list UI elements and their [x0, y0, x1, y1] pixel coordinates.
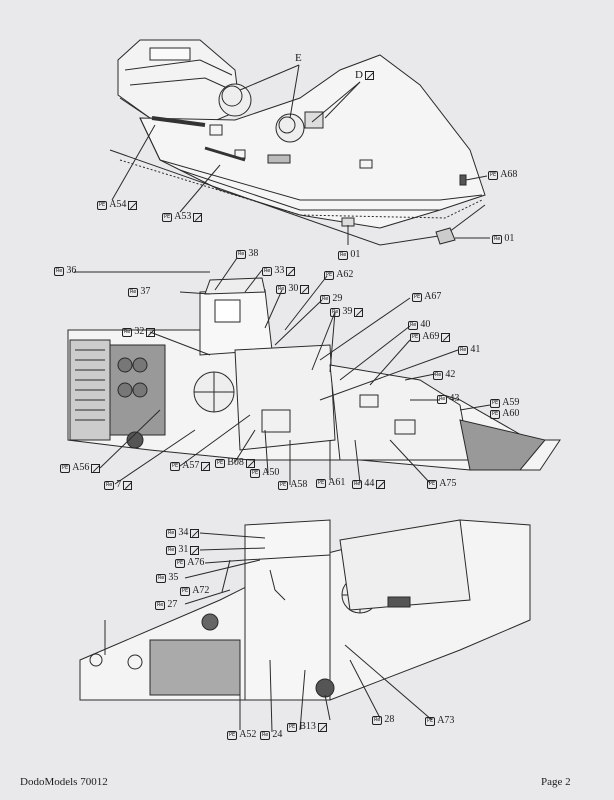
callout-e: E: [295, 52, 302, 64]
checkbox-icon[interactable]: [317, 722, 327, 732]
checkbox-icon[interactable]: [190, 528, 200, 538]
checkbox-icon[interactable]: [245, 458, 255, 468]
checkbox-icon[interactable]: [441, 332, 451, 342]
checkbox-icon[interactable]: [354, 307, 364, 317]
footer-brand: DodoModels 70012: [20, 776, 108, 788]
checkbox-icon[interactable]: [300, 284, 310, 294]
checkbox-icon[interactable]: [146, 327, 156, 337]
checkbox-icon[interactable]: [128, 200, 138, 210]
callout-d: D: [355, 70, 374, 81]
checkbox-icon[interactable]: [190, 545, 200, 555]
checkbox-icon[interactable]: [364, 71, 374, 80]
checkbox-icon[interactable]: [201, 461, 211, 471]
checkbox-icon[interactable]: [376, 479, 386, 489]
checkbox-icon[interactable]: [286, 266, 296, 276]
footer-page-number: Page 2: [541, 776, 571, 788]
checkbox-icon[interactable]: [91, 463, 101, 473]
checkbox-icon[interactable]: [193, 212, 203, 222]
checkbox-icon[interactable]: [123, 480, 133, 490]
